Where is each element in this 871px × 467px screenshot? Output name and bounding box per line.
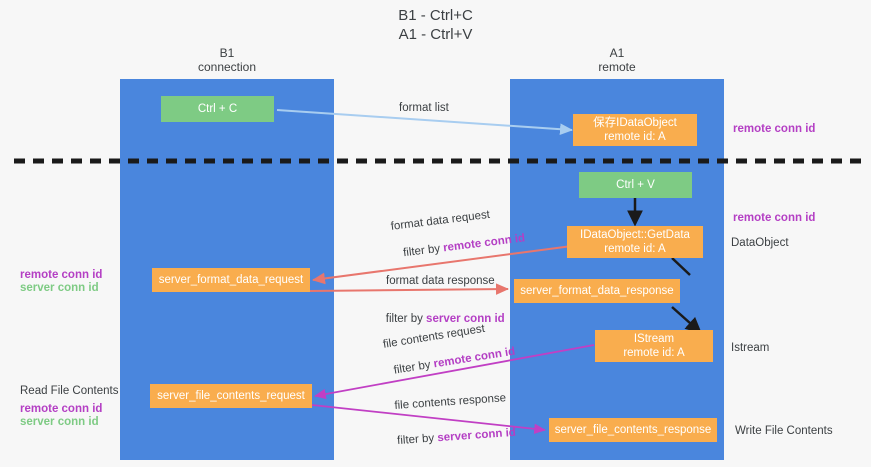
filter-prefix: filter by [396,432,438,448]
filter-key-server-conn-id: server conn id [426,313,505,325]
filter-key-remote-conn-id: remote conn id [442,232,526,255]
box-ctrl-c[interactable]: Ctrl + C [161,96,274,122]
page-title: B1 - Ctrl+C A1 - Ctrl+V [398,7,473,43]
side-label-remote-conn-id-top: remote conn id [733,123,816,135]
edge-label-format-data-response-filter: filter by server conn id [373,298,505,340]
lane-header-a1: A1 remote [598,46,636,74]
side-label-remote-conn-id-mid: remote conn id [733,212,816,224]
edge-label-format-list: format list [399,102,449,114]
side-label-left-remote-conn-id: remote conn id [20,269,103,281]
box-ctrl-v[interactable]: Ctrl + V [579,172,692,198]
side-label-dataobject: DataObject [731,237,789,249]
box-server-format-data-response[interactable]: server_format_data_response [514,279,680,303]
edge-label-file-contents-response: file contents response [394,392,507,412]
edge-label-format-data-response: format data response [386,275,495,287]
side-label-left-server-conn-id: server conn id [20,282,99,294]
side-label-left-server-conn-id-2: server conn id [20,416,99,428]
filter-prefix: filter by [392,358,435,377]
filter-prefix: filter by [385,313,427,325]
filter-key-server-conn-id: server conn id [436,426,517,445]
side-label-read-file-contents: Read File Contents [20,385,119,397]
box-save-idataobject[interactable]: 保存IDataObject remote id: A [573,114,697,146]
side-label-write-file-contents: Write File Contents [735,425,833,437]
filter-key-remote-conn-id: remote conn id [432,345,517,371]
side-label-left-remote-conn-id-2: remote conn id [20,403,103,415]
edge-label-file-contents-response-filter: filter by server conn id [383,412,517,463]
filter-prefix: filter by [402,242,444,260]
arrow-format-data-response [309,283,509,295]
box-server-format-data-request[interactable]: server_format_data_request [152,268,310,292]
box-idataobject-getdata[interactable]: IDataObject::GetData remote id: A [567,226,703,258]
lane-header-b1: B1 connection [197,46,257,74]
box-server-file-contents-response[interactable]: server_file_contents_response [549,418,717,442]
box-server-file-contents-request[interactable]: server_file_contents_request [150,384,312,408]
box-istream[interactable]: IStream remote id: A [595,330,713,362]
side-label-istream: Istream [731,342,770,354]
